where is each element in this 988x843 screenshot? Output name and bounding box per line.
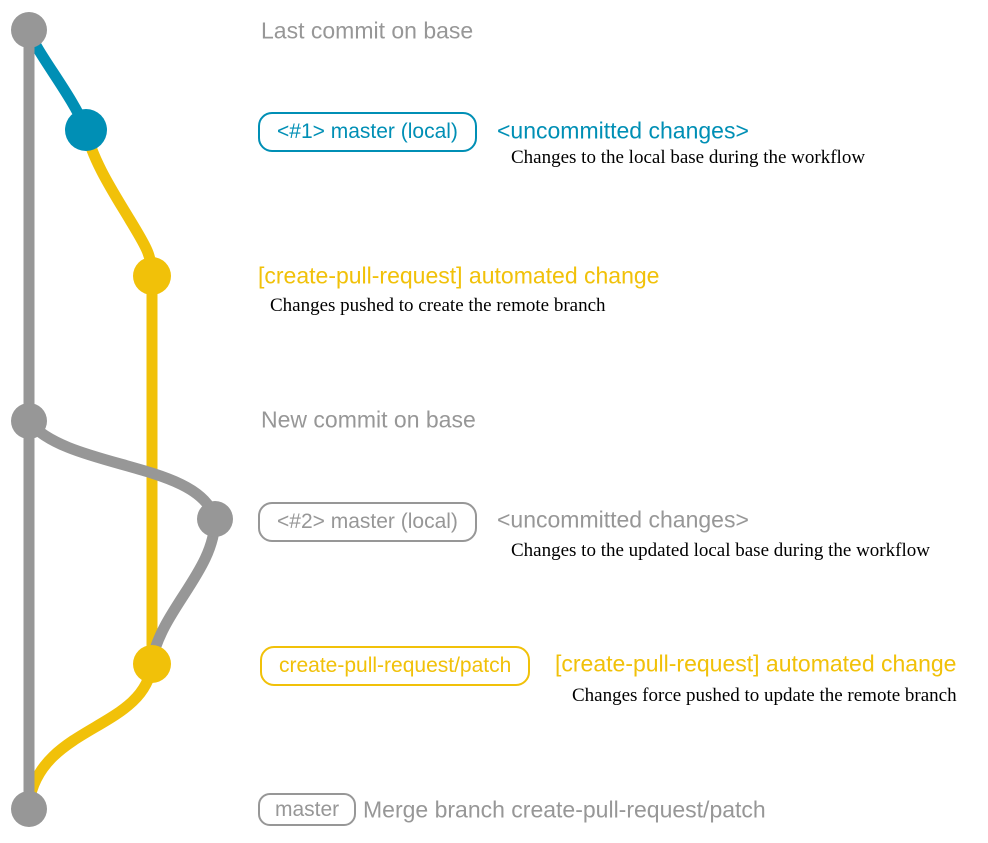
new-commit-label: New commit on base (261, 406, 476, 433)
branch-badge-master-local-1: <#1> master (local) (258, 112, 477, 152)
commit-graph (11, 12, 233, 827)
commit-dot-new-base (11, 403, 47, 439)
branch-badge-master-local-2: <#2> master (local) (258, 502, 477, 542)
last-commit-label: Last commit on base (261, 17, 474, 44)
uncommitted-changes-desc-1: Changes to the local base during the wor… (511, 147, 866, 168)
commit-dot-merge (11, 791, 47, 827)
merge-label: Merge branch create-pull-request/patch (363, 796, 766, 823)
uncommitted-changes-title-1: <uncommitted changes> (497, 117, 749, 144)
automated-change-desc-1: Changes pushed to create the remote bran… (270, 295, 606, 316)
branch-badge-patch: create-pull-request/patch (260, 646, 531, 686)
automated-change-title-1: [create-pull-request] automated change (258, 262, 660, 289)
uncommitted-changes-title-2: <uncommitted changes> (497, 506, 749, 533)
branch-badge-master: master (258, 793, 357, 826)
uncommitted-changes-desc-2: Changes to the updated local base during… (511, 540, 930, 561)
updated-local-branch-line (23, 416, 221, 666)
automated-change-desc-2: Changes force pushed to update the remot… (572, 685, 957, 706)
commit-dot-local-1 (65, 109, 107, 151)
commit-dot-last-base (11, 12, 47, 48)
automated-change-title-2: [create-pull-request] automated change (555, 650, 957, 677)
commit-dot-local-2 (197, 501, 233, 537)
commit-dot-patch-1 (133, 257, 171, 295)
commit-dot-patch-2 (133, 645, 171, 683)
